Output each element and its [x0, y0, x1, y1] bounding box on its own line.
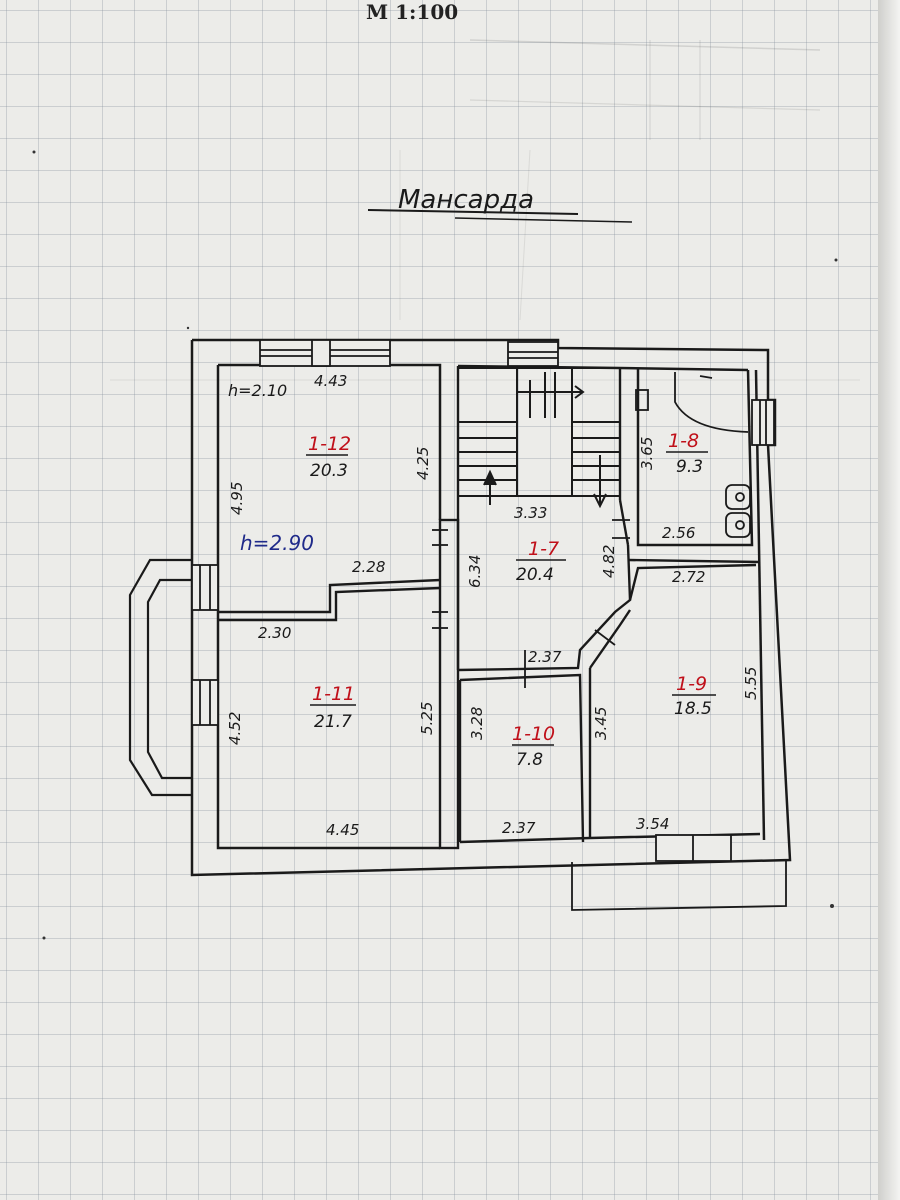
- page-edge: [878, 0, 900, 1200]
- dim-3-28: 3.28: [468, 707, 486, 740]
- room-area-1-11: 21.7: [314, 712, 352, 732]
- title-text: Мансарда: [398, 185, 534, 215]
- room-area-1-8: 9.3: [676, 457, 703, 477]
- dim-5-25: 5.25: [418, 702, 436, 735]
- door-openings: [432, 519, 630, 688]
- dim-4-45: 4.45: [326, 821, 359, 839]
- room-labels: 1-12 20.3 1-8 9.3 1-7 20.4 1-11 21.7 1-1…: [306, 430, 716, 770]
- dim-3-33: 3.33: [514, 504, 547, 522]
- height-label-1: h=2.10: [228, 381, 287, 400]
- dim-2-72: 2.72: [672, 568, 705, 586]
- bleed-through-table: [110, 39, 860, 381]
- dim-6-34: 6.34: [466, 555, 484, 588]
- dim-4-25: 4.25: [414, 447, 432, 480]
- bathroom-fixtures: [635, 372, 751, 538]
- dim-5-55: 5.55: [742, 667, 760, 700]
- ceiling-heights: h=2.10 h=2.90: [228, 381, 314, 555]
- bay-window: [128, 558, 192, 797]
- dim-2-28: 2.28: [352, 558, 385, 576]
- room-id-1-11: 1-11: [312, 683, 355, 705]
- dim-2-56: 2.56: [662, 524, 695, 542]
- dim-2-37-top: 2.37: [528, 648, 562, 666]
- room-area-1-9: 18.5: [674, 699, 712, 719]
- dim-3-45: 3.45: [592, 707, 610, 740]
- dim-4-52: 4.52: [226, 712, 244, 745]
- height-label-2: h=2.90: [240, 531, 314, 555]
- room-id-1-10: 1-10: [512, 723, 555, 745]
- room-area-1-10: 7.8: [516, 750, 543, 770]
- dim-3-65: 3.65: [638, 437, 656, 470]
- room-id-1-7: 1-7: [528, 538, 559, 560]
- balcony: [571, 860, 787, 911]
- dim-3-54: 3.54: [636, 815, 669, 833]
- dim-2-37-bottom: 2.37: [502, 819, 536, 837]
- plan-title: Мансарда: [367, 185, 633, 223]
- staircase: [457, 367, 621, 509]
- scale-label: M 1:100: [366, 0, 459, 24]
- room-id-1-12: 1-12: [308, 433, 351, 455]
- paper-specks: [32, 150, 838, 940]
- dim-4-82: 4.82: [600, 545, 618, 578]
- room-id-1-9: 1-9: [676, 673, 707, 695]
- left-windows: [191, 564, 219, 726]
- exterior-walls: [190, 338, 792, 877]
- dim-4-95: 4.95: [228, 482, 246, 515]
- room-id-1-8: 1-8: [668, 430, 699, 452]
- dim-2-30: 2.30: [258, 624, 291, 642]
- room-area-1-12: 20.3: [310, 461, 348, 481]
- dim-4-43: 4.43: [314, 372, 347, 390]
- top-windows: [259, 339, 775, 862]
- dimension-labels: 4.43 4.25 4.95 2.28 2.30 3.33 6.34 4.82 …: [226, 372, 760, 839]
- room-area-1-7: 20.4: [516, 565, 554, 585]
